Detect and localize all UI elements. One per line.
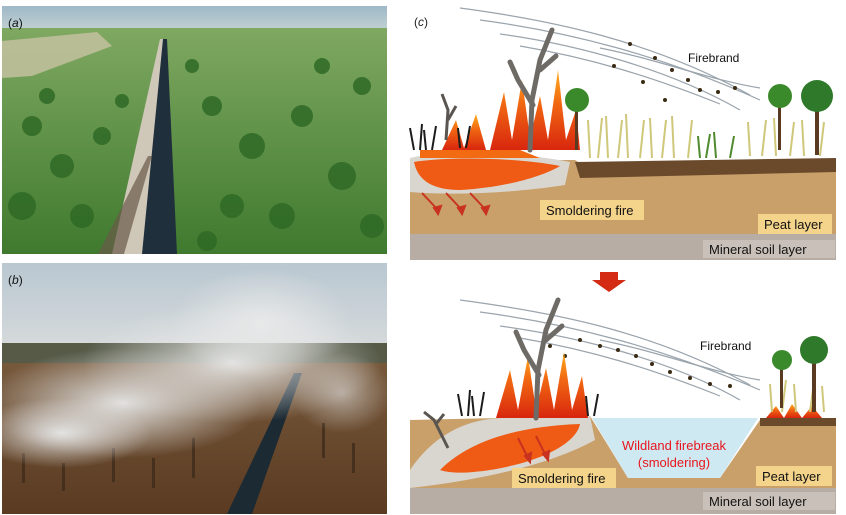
bottom-peat-box — [756, 466, 832, 486]
top-scene: Firebrand — [409, 7, 836, 260]
peat-fire-image — [2, 263, 387, 514]
top-topsoil — [575, 158, 836, 178]
panel-b-label: (b) — [8, 273, 23, 287]
top-dead-shrub — [440, 93, 458, 141]
bottom-wind-lines — [459, 299, 761, 401]
top-flames — [420, 70, 580, 158]
panel-a-label: (a) — [8, 16, 23, 30]
top-burnt-grass — [409, 123, 471, 151]
panel-c-label: (c) — [414, 15, 428, 29]
firebreak-water — [592, 418, 758, 478]
top-wind-lines — [459, 7, 761, 111]
top-firebrand-label: Firebrand — [688, 51, 739, 65]
bottom-heat-arrows — [517, 435, 551, 465]
bottom-smoldering-box — [512, 468, 616, 488]
bottom-smoldering-cavity — [440, 424, 580, 473]
top-mineral-label: Mineral soil layer — [709, 242, 807, 257]
bottom-green-trees — [772, 336, 828, 412]
firebreak-label-line1: Wildland firebreak — [622, 438, 727, 453]
top-smoldering-box — [540, 200, 644, 220]
top-smoldering-cavity — [414, 158, 560, 190]
bottom-mineral-box — [703, 492, 835, 510]
bottom-flames — [496, 352, 588, 418]
top-peat-box — [758, 214, 832, 234]
firebreak-schematic: (c) Firebrand — [409, 7, 836, 514]
top-mineral-box — [703, 240, 835, 258]
bottom-peat-label: Peat layer — [762, 469, 821, 484]
top-dead-tree — [507, 27, 559, 153]
top-green-grass — [697, 131, 735, 159]
top-dry-grass — [587, 113, 825, 159]
bottom-smoldering-label: Smoldering fire — [518, 471, 605, 486]
bottom-fallen-branch — [423, 410, 450, 449]
bottom-right-flames — [766, 404, 822, 418]
photo-peat-fire-smoke: (b) — [2, 263, 387, 514]
bottom-right-topsoil — [760, 418, 836, 426]
firebreak-label-line2: (smoldering) — [638, 455, 710, 470]
bottom-firebrand-label: Firebrand — [700, 339, 751, 353]
top-heat-arrows — [421, 192, 491, 217]
bottom-burnt-grass — [457, 389, 599, 417]
bottom-mineral-label: Mineral soil layer — [709, 494, 807, 509]
top-green-trees — [565, 80, 833, 155]
transition-arrow-icon — [592, 272, 626, 292]
firebreak-diagram: (c) Firebrand — [400, 0, 846, 515]
top-peat-label: Peat layer — [764, 217, 823, 232]
bottom-dead-tree — [513, 297, 565, 421]
bottom-firebrand-sparks — [548, 338, 732, 388]
canal-forest-image — [2, 6, 387, 254]
bottom-scene: Firebrand — [410, 297, 836, 514]
top-firebrand-sparks — [612, 42, 737, 102]
top-smoldering-label: Smoldering fire — [546, 203, 633, 218]
photo-canal-forest: (a) — [2, 6, 387, 254]
